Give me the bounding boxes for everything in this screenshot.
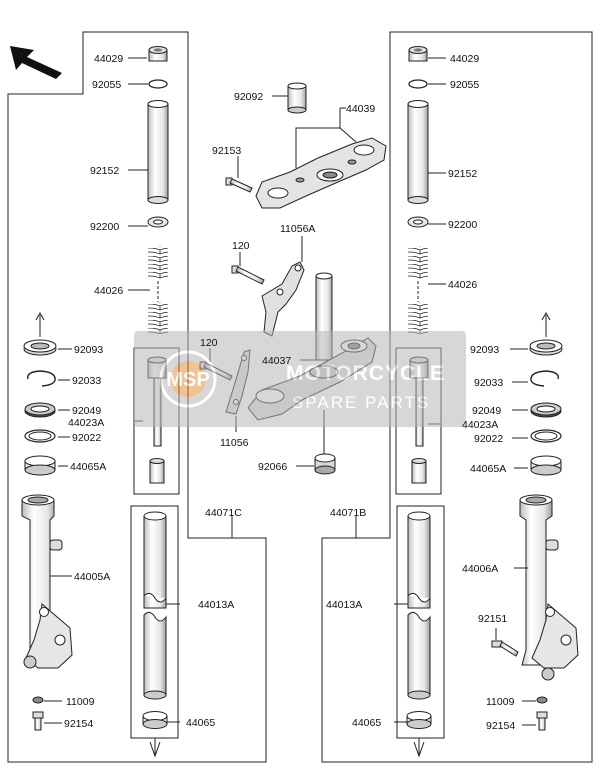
label-left-bolt: 92154 <box>64 718 93 730</box>
label-right-spacer-pipe: 92152 <box>448 168 477 180</box>
right-oil-seal <box>530 402 562 418</box>
label-upper-bolt: 92153 <box>212 145 241 157</box>
label-left-outer-tube-assy: 44071C <box>205 507 242 519</box>
label-bracket-a: 11056A <box>280 223 315 235</box>
label-left-bushing: 92022 <box>72 432 101 444</box>
right-spring <box>408 246 428 334</box>
left-outer-tube <box>21 494 73 669</box>
left-slide-bush <box>142 711 168 729</box>
label-right-bolt: 92154 <box>486 720 515 732</box>
right-oring <box>408 79 428 89</box>
label-bracket-b: 11056 <box>220 437 249 449</box>
right-inner-tube-box <box>396 505 445 739</box>
left-cap <box>148 46 168 62</box>
label-left-piston-ring: 44065A <box>70 461 106 473</box>
label-right-bushing: 92022 <box>474 433 503 445</box>
upper-bolt <box>225 177 253 193</box>
label-right-slide-bush: 44065 <box>352 717 381 729</box>
label-right-inner-tube: 44013A <box>326 599 362 611</box>
label-right-seal-cover: 92093 <box>470 344 499 356</box>
right-assembly-outline <box>321 31 593 763</box>
label-right-piston-ring: 44065A <box>470 463 506 475</box>
left-seal-cover <box>23 311 57 356</box>
label-left-cylinder-unit: 44023A <box>68 417 104 429</box>
right-inner-tube <box>407 511 431 700</box>
watermark: MSP MOTORCYCLE SPARE PARTS <box>134 331 466 427</box>
watermark-line1: MOTORCYCLE <box>286 362 445 385</box>
label-right-circlip: 92033 <box>474 377 503 389</box>
front-direction-arrow-icon <box>10 46 62 79</box>
right-cap <box>408 46 428 62</box>
label-right-outer-tube-assy: 44071B <box>330 507 366 519</box>
left-bottom-bolt <box>32 711 44 731</box>
label-stem-nut: 92066 <box>258 461 287 473</box>
left-oil-seal <box>24 402 56 418</box>
label-right-washer: 92200 <box>448 219 477 231</box>
right-bottom-bolt <box>536 711 548 731</box>
label-left-cap: 44029 <box>94 53 123 65</box>
label-stem: 44037 <box>262 355 291 367</box>
label-upper-bracket: 44039 <box>346 103 375 115</box>
label-right-spring: 44026 <box>448 279 477 291</box>
label-left-inner-tube: 44013A <box>198 599 234 611</box>
label-left-washer: 92200 <box>90 221 119 233</box>
label-left-oring: 92055 <box>92 79 121 91</box>
right-seal-cover <box>529 311 563 356</box>
label-bracket-b-bolt: 120 <box>200 337 218 349</box>
label-right-outer-tube: 44006A <box>462 563 498 575</box>
left-oring <box>148 79 168 89</box>
label-right-oil-seal: 92049 <box>472 405 501 417</box>
label-right-gasket: 11009 <box>486 696 515 708</box>
right-piston-ring <box>530 455 562 476</box>
watermark-logo: MSP <box>166 369 209 391</box>
left-piston-ring <box>24 455 56 476</box>
collar <box>287 82 307 114</box>
label-left-oil-seal: 92049 <box>72 405 101 417</box>
label-right-cap: 44029 <box>450 53 479 65</box>
watermark-line2: SPARE PARTS <box>292 393 430 412</box>
label-left-gasket: 11009 <box>66 696 95 708</box>
bracket-a-bolt <box>231 265 265 285</box>
label-right-cylinder-unit: 44023A <box>462 419 498 431</box>
left-spring <box>148 246 168 334</box>
left-spacer-pipe <box>147 100 169 204</box>
bracket-a <box>261 261 305 337</box>
left-fork-parts <box>21 46 180 758</box>
label-left-slide-bush: 44065 <box>186 717 215 729</box>
left-circlip <box>27 370 56 387</box>
right-slide-bush <box>406 711 432 729</box>
label-right-oring: 92055 <box>450 79 479 91</box>
left-inner-tube <box>143 511 167 700</box>
label-left-seal-cover: 92093 <box>74 344 103 356</box>
label-bracket-a-bolt: 120 <box>232 240 250 252</box>
label-collar: 92092 <box>234 91 263 103</box>
label-left-circlip: 92033 <box>72 375 101 387</box>
right-outer-tube <box>519 494 579 681</box>
left-gasket <box>32 696 44 704</box>
right-gasket <box>536 696 548 704</box>
label-left-spring: 44026 <box>94 285 123 297</box>
label-left-outer-tube: 44005A <box>74 571 110 583</box>
label-right-stud-bolt: 92151 <box>478 613 507 625</box>
label-left-spacer-pipe: 92152 <box>90 165 119 177</box>
right-spacer-pipe <box>407 100 429 204</box>
upper-bracket <box>255 137 387 209</box>
stem-nut <box>314 453 336 475</box>
right-circlip <box>530 370 559 387</box>
right-stud-bolt <box>491 640 519 657</box>
left-assembly-outline <box>7 31 267 763</box>
